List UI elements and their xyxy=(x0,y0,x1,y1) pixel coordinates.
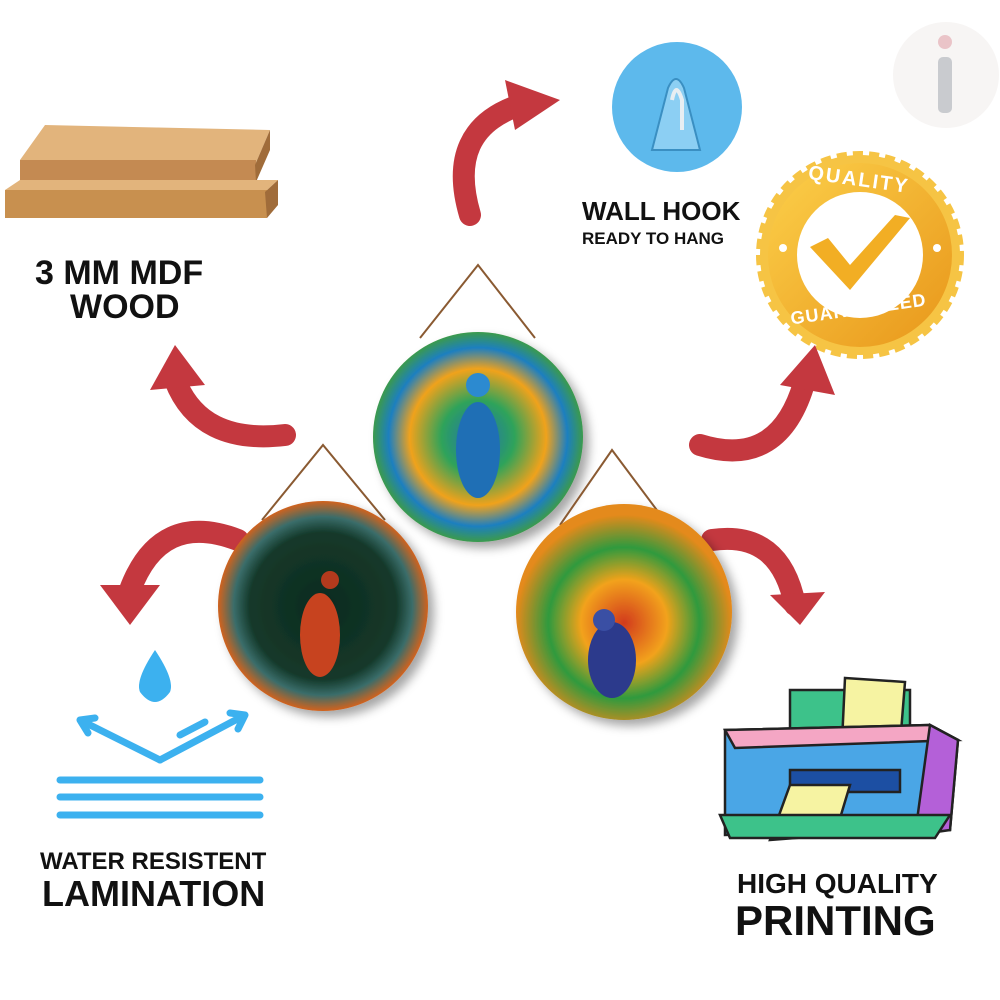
hook-title: WALL HOOK xyxy=(582,196,741,226)
wood-label-line2: WOOD xyxy=(70,288,180,326)
plaque-left xyxy=(218,443,428,711)
arrow-to-printer xyxy=(701,527,806,616)
printer-icon xyxy=(718,676,963,842)
water-resistant-icon xyxy=(56,650,264,819)
arrow-to-hook xyxy=(452,94,531,226)
plaque-right xyxy=(516,448,732,720)
water-label-line2: LAMINATION xyxy=(42,873,266,914)
water-label-line1: WATER RESISTENT xyxy=(40,848,267,875)
wood-label-line1: 3 MM MDF xyxy=(35,254,204,292)
brand-logo xyxy=(893,22,999,128)
arrow-heads xyxy=(100,80,835,625)
wall-hook-icon xyxy=(612,42,742,172)
arrow-to-badge xyxy=(689,369,816,462)
quality-badge-icon xyxy=(756,151,964,359)
printing-label-line1: HIGH QUALITY xyxy=(737,868,938,899)
plaque-center xyxy=(373,263,583,542)
hook-subtitle: READY TO HANG xyxy=(582,229,725,248)
mdf-wood-icon xyxy=(5,125,278,218)
arrow-to-water xyxy=(119,520,249,601)
printing-label-line2: PRINTING xyxy=(735,897,936,944)
arrows xyxy=(119,94,816,616)
arrow-to-wood xyxy=(164,369,296,448)
